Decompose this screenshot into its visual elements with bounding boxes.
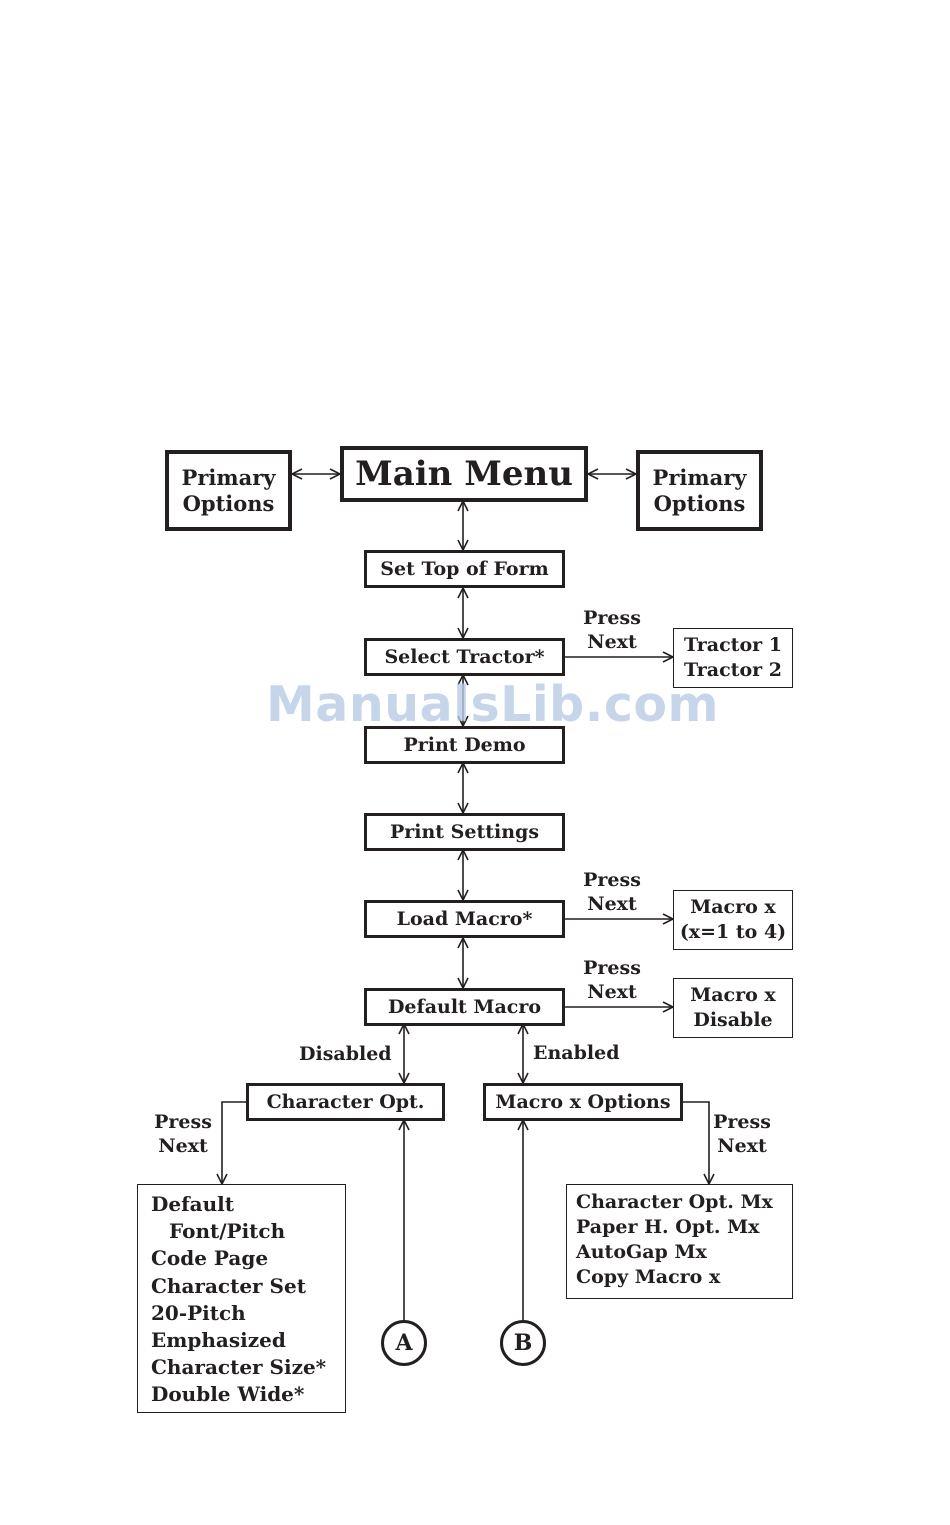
print-demo-label: Print Demo: [403, 733, 526, 756]
press-text: Press: [583, 869, 641, 891]
load-macro-result-line-2: (x=1 to 4): [679, 921, 787, 943]
select-tractor-label: Select Tractor*: [384, 645, 545, 668]
select-tractor-box: Select Tractor*: [364, 638, 565, 676]
primary-options-right-line-1: Primary: [652, 465, 747, 491]
character-opt-label: Character Opt.: [266, 1090, 425, 1113]
next-text: Next: [587, 892, 637, 915]
list-item: Default: [151, 1192, 235, 1216]
list-item: Character Set: [151, 1273, 306, 1298]
arrow-character-opt-press-next: [222, 1101, 246, 1184]
connector-a: A: [381, 1320, 427, 1366]
list-item: Double Wide*: [151, 1382, 305, 1407]
load-macro-result-box: Macro x (x=1 to 4): [673, 890, 793, 950]
press-text: Press: [583, 607, 641, 629]
tractor-options-box: Tractor 1 Tractor 2: [673, 628, 793, 688]
primary-options-left-line-1: Primary: [181, 465, 276, 491]
tractor-1: Tractor 1: [684, 634, 782, 657]
list-item: AutoGap Mx: [576, 1241, 707, 1263]
list-item: Code Page: [151, 1246, 269, 1271]
next-text: Next: [158, 1134, 208, 1157]
load-macro-box: Load Macro*: [364, 900, 565, 938]
disabled-label: Disabled: [299, 1043, 392, 1065]
main-menu-title: Main Menu: [355, 453, 573, 494]
press-text: Press: [583, 957, 641, 979]
press-next-default-macro-label: Press Next: [572, 957, 652, 1005]
press-text: Press: [154, 1111, 212, 1133]
default-macro-label: Default Macro: [387, 995, 542, 1018]
set-top-of-form-label: Set Top of Form: [380, 557, 549, 580]
default-macro-result-line-1: Macro x: [690, 984, 776, 1007]
print-demo-box: Print Demo: [364, 726, 565, 764]
press-next-load-macro-label: Press Next: [572, 869, 652, 917]
press-text: Press: [713, 1111, 771, 1133]
print-settings-label: Print Settings: [389, 820, 540, 843]
primary-options-left-line-2: Options: [182, 490, 275, 516]
character-opt-list: Default Font/Pitch Code Page Character S…: [137, 1184, 346, 1413]
load-macro-label: Load Macro*: [396, 907, 533, 930]
list-item: Character Size*: [151, 1355, 327, 1380]
load-macro-result-line-1: Macro x: [690, 896, 776, 919]
main-menu-box: Main Menu: [340, 446, 588, 502]
set-top-of-form-box: Set Top of Form: [364, 550, 565, 588]
press-next-tractor-label: Press Next: [572, 607, 652, 655]
next-text: Next: [587, 980, 637, 1003]
watermark: ManualsLib.com: [266, 676, 720, 733]
connector-b: B: [500, 1320, 546, 1366]
default-macro-box: Default Macro: [364, 988, 565, 1026]
default-macro-result-line-2: Disable: [693, 1009, 773, 1031]
primary-options-left-box: Primary Options: [165, 450, 292, 531]
press-next-character-opt-label: Press Next: [143, 1111, 223, 1159]
list-item: Font/Pitch: [169, 1219, 286, 1244]
press-next-macro-options-label: Press Next: [702, 1111, 782, 1159]
list-item: 20-Pitch: [151, 1300, 246, 1325]
print-settings-box: Print Settings: [364, 813, 565, 851]
next-text: Next: [587, 630, 637, 653]
macro-x-options-label: Macro x Options: [495, 1090, 671, 1113]
primary-options-right-line-2: Options: [653, 490, 746, 516]
list-item: Character Opt. Mx: [576, 1191, 773, 1213]
list-item: Emphasized: [151, 1328, 286, 1353]
macro-x-options-box: Macro x Options: [483, 1083, 683, 1121]
list-item: Paper H. Opt. Mx: [576, 1216, 760, 1238]
arrow-macro-options-press-next: [683, 1101, 709, 1184]
primary-options-right-box: Primary Options: [636, 450, 763, 531]
macro-options-list: Character Opt. Mx Paper H. Opt. Mx AutoG…: [566, 1184, 793, 1299]
enabled-label: Enabled: [533, 1042, 620, 1064]
character-opt-box: Character Opt.: [246, 1083, 445, 1121]
tractor-2: Tractor 2: [684, 659, 782, 681]
next-text: Next: [717, 1134, 767, 1157]
list-item: Copy Macro x: [576, 1266, 721, 1288]
default-macro-result-box: Macro x Disable: [673, 978, 793, 1038]
